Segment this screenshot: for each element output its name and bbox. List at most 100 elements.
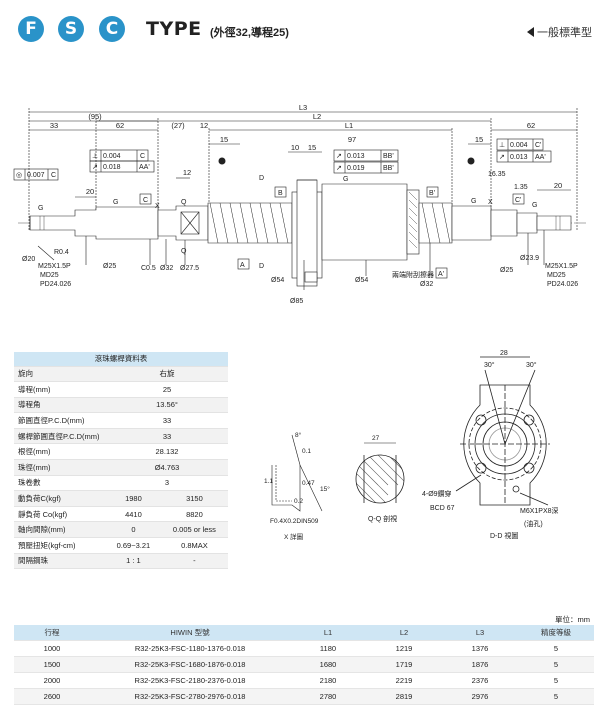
label-d2: D: [259, 263, 264, 270]
dim-62-left: 62: [116, 121, 124, 130]
type-subtitle: (外徑32,導程25): [210, 27, 289, 39]
table-cell: 2180: [290, 672, 366, 689]
tol-0013b: 0.013: [510, 154, 528, 161]
spec-label: 導程角: [14, 397, 106, 414]
label-m25-left: M25X1.5P: [38, 263, 71, 270]
spec-value: 1 : 1: [106, 553, 161, 570]
datum-b: B: [278, 190, 283, 197]
table-cell: 2000: [14, 672, 90, 689]
dim-15-left: 15: [220, 135, 228, 144]
label-c05: C0.5: [141, 265, 156, 272]
dim-62-right: 62: [527, 121, 535, 130]
tol-0007: 0.007: [27, 172, 45, 179]
table-cell: 5: [518, 640, 594, 657]
detail-d-angle2: 30°: [526, 361, 537, 369]
datum-c-prime: C': [515, 197, 521, 204]
spec-value: 33: [106, 428, 228, 445]
tol-0004a-ref: C: [140, 153, 145, 160]
spec-value: 28.132: [106, 443, 228, 461]
label-phi275: Ø27.5: [180, 265, 199, 272]
table-cell: 5: [518, 656, 594, 673]
detail-x-caption: X 詳圖: [284, 532, 303, 541]
spec-value: 右旋: [106, 366, 228, 383]
label-phi25-right: Ø25: [500, 267, 513, 274]
detail-d-tap: M6X1PX8深: [520, 506, 559, 515]
table-cell: R32-25K3-FSC-1180-1376-0.018: [90, 640, 290, 657]
label-16-35: 16.35: [488, 171, 506, 178]
spec-value: 33: [106, 412, 228, 429]
label-g4: G: [471, 198, 476, 205]
spec-label: 靜負荷 Co(kgf): [14, 506, 106, 523]
spec-value: 3: [106, 475, 228, 492]
left-arrow-icon: [527, 27, 534, 37]
dim-l1: L1: [345, 121, 353, 130]
tol-0018-ref: AA': [139, 164, 150, 171]
spec-label: 導程(mm): [14, 381, 106, 398]
tol-0018: 0.018: [103, 164, 121, 171]
table-cell: 1876: [442, 656, 518, 673]
spec-row: 珠徑(mm)Ø4.763: [14, 459, 228, 476]
dim-12-top: 12: [200, 121, 208, 130]
spec-label: 珠徑(mm): [14, 459, 106, 476]
table-cell: 2976: [442, 688, 518, 705]
spec-label: 旋向: [14, 366, 106, 383]
center-mark-icon: [467, 157, 475, 165]
col-header-l1: L1: [290, 625, 366, 641]
table-cell: 2780: [290, 688, 366, 705]
label-phi25-left: Ø25: [103, 263, 116, 270]
label-wiper: 兩端附刮擦器: [392, 270, 434, 279]
badge-c: C: [99, 16, 125, 42]
type-title: TYPE: [146, 18, 202, 40]
detail-d-caption: D-D 視圖: [490, 531, 518, 540]
type-category: 一般標準型: [527, 24, 592, 40]
table-cell: 2819: [366, 688, 442, 705]
perpendicular-icon: ⊥: [92, 153, 98, 160]
label-q1: Q: [181, 199, 187, 206]
spec-value: Ø4.763: [106, 459, 228, 476]
table-cell: 2219: [366, 672, 442, 689]
label-phi85: Ø85: [290, 298, 303, 305]
spec-label: 軸向間隙(mm): [14, 521, 106, 539]
spec-row: 旋向右旋: [14, 366, 228, 383]
datum-b-prime: B': [429, 190, 435, 197]
unit-label: 單位：mm: [555, 615, 590, 624]
spec-label: 根徑(mm): [14, 443, 106, 461]
tol-0004b: 0.004: [510, 142, 528, 149]
label-pd24-right: PD24.026: [547, 281, 578, 288]
table-cell: 1376: [442, 640, 518, 657]
spec-row: 根徑(mm)28.132: [14, 443, 228, 461]
spec-label: 節圓直徑P.C.D(mm): [14, 412, 106, 429]
tol-0004b-ref: C': [535, 142, 541, 149]
dim-27: (27): [171, 121, 185, 130]
detail-d-oil: (油孔): [524, 519, 543, 528]
detail-x-view: 8° 0.1 1.1 0.47 0.2 15° F0.4X0.2DIN509 X…: [264, 431, 330, 541]
spec-value: 13.56°: [106, 397, 228, 414]
detail-x-047: 0.47: [302, 480, 315, 487]
runout-icon: ↗: [336, 165, 342, 172]
label-pd24-left: PD24.026: [40, 281, 71, 288]
col-header-grade: 精度等級: [518, 625, 594, 641]
dim-15-right: 15: [475, 135, 483, 144]
detail-x-15deg: 15°: [320, 485, 330, 493]
label-r04: R0.4: [54, 249, 69, 256]
label-1-35: 1.35: [514, 184, 528, 191]
datum-a: A: [240, 262, 245, 269]
spec-value: 1980: [106, 490, 161, 507]
spec-value-2: 0.005 or less: [160, 521, 228, 539]
table-cell: 1500: [14, 656, 90, 673]
spec-label: 螺桿節圓直徑P.C.D(mm): [14, 428, 106, 445]
label-g2: G: [113, 199, 118, 206]
datum-a-prime: A': [438, 271, 444, 278]
detail-x-angle: 8°: [295, 431, 302, 439]
detail-x-spec: F0.4X0.2DIN509: [270, 518, 319, 525]
table-cell: R32-25K3-FSC-2180-2376-0.018: [90, 672, 290, 689]
